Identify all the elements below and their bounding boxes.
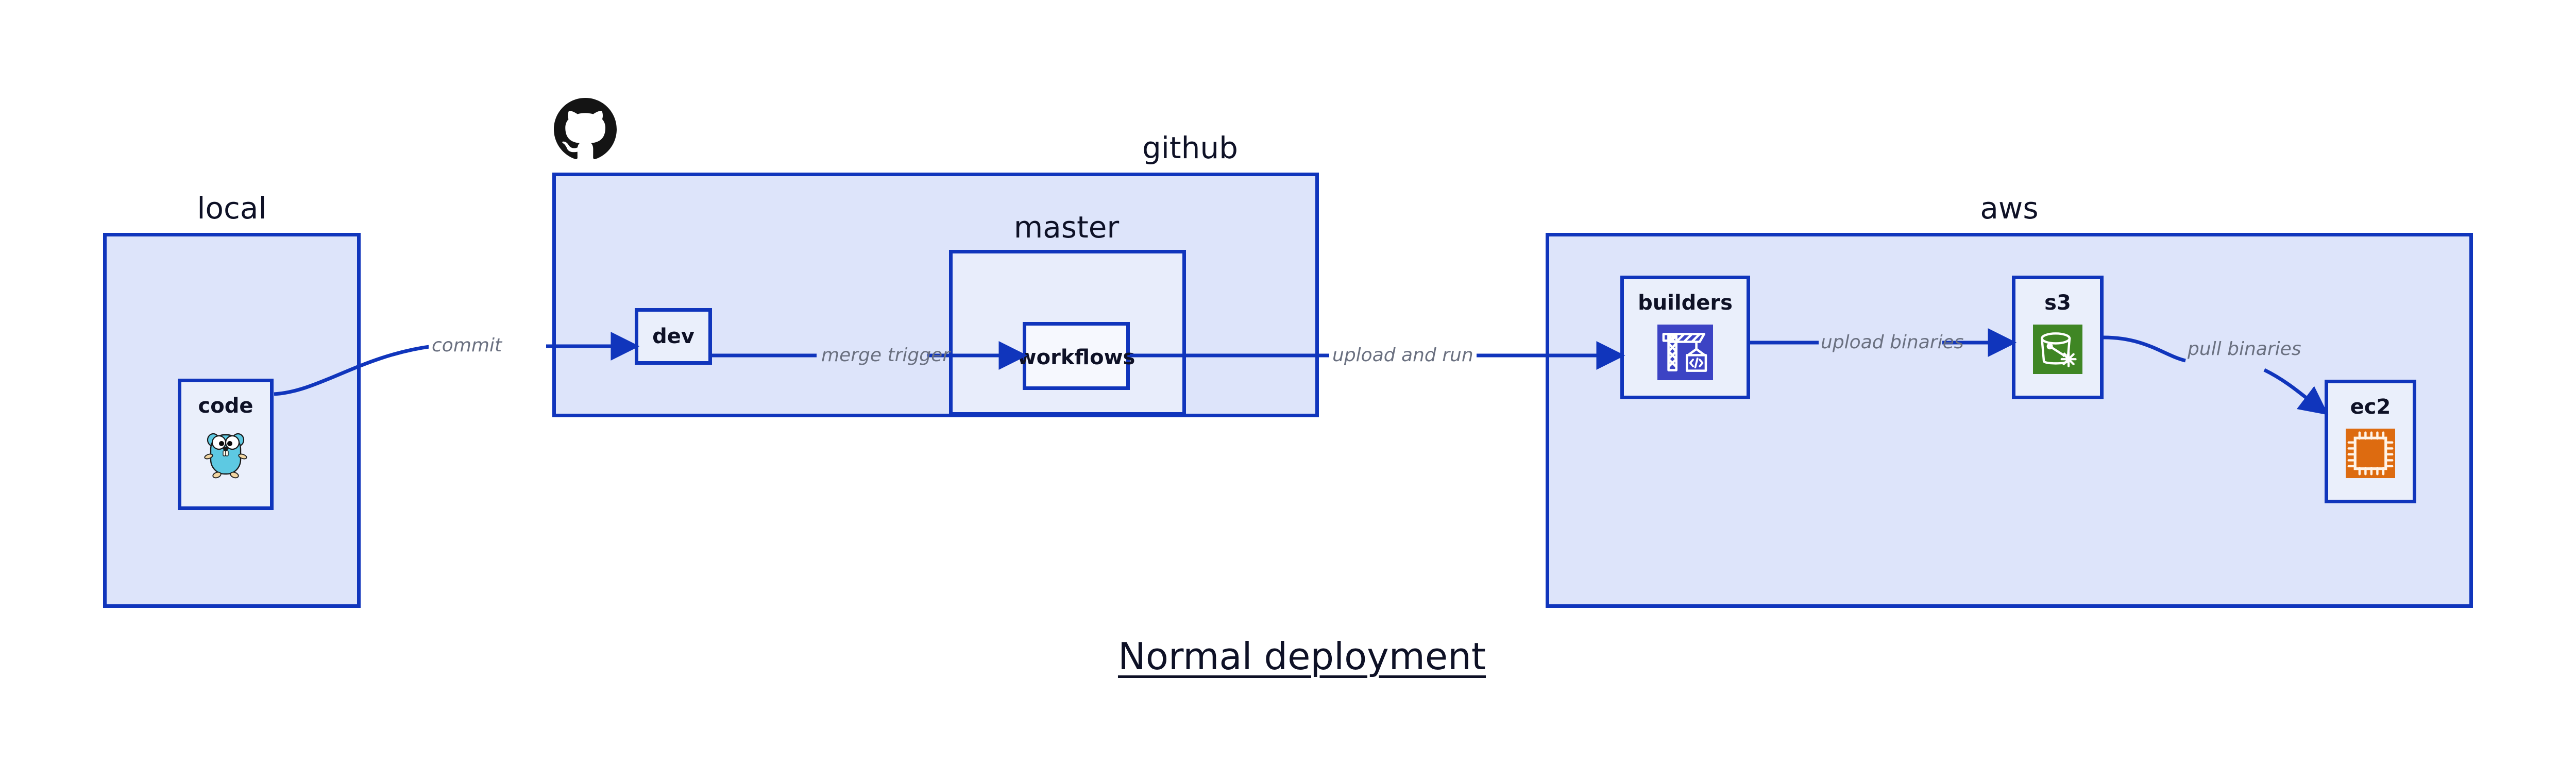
node-s3[interactable]: s3: [2012, 276, 2104, 399]
node-dev[interactable]: dev: [635, 308, 712, 365]
aws-s3-bucket-icon: [2033, 325, 2082, 376]
edge-label-pull-binaries: pull binaries: [2188, 338, 2301, 360]
edge-label-commit: commit: [429, 336, 505, 355]
zone-label-aws: aws: [1980, 191, 2039, 226]
zone-label-master: master: [1013, 210, 1120, 245]
edge-label-merge-trigger: merge trigger: [821, 345, 951, 366]
zone-label-github: github: [1142, 130, 1238, 165]
page-title: Normal deployment: [1117, 635, 1486, 678]
node-label-workflows: workflows: [1017, 346, 1136, 369]
node-workflows[interactable]: workflows: [1018, 322, 1135, 390]
aws-ec2-chip-icon: [2346, 429, 2395, 480]
node-label-dev: dev: [652, 325, 694, 348]
aws-codebuild-icon: [1657, 325, 1713, 382]
zone-label-local: local: [197, 191, 267, 226]
node-ec2[interactable]: ec2: [2325, 380, 2416, 503]
node-label-ec2: ec2: [2350, 395, 2391, 419]
node-label-s3: s3: [2044, 291, 2071, 315]
github-octocat-logo: [554, 98, 617, 163]
edge-label-upload-and-run: upload and run: [1329, 346, 1477, 365]
node-builders[interactable]: builders: [1620, 276, 1750, 399]
node-label-builders: builders: [1638, 291, 1733, 315]
edge-label-upload-binaries: upload binaries: [1821, 332, 1964, 353]
node-code[interactable]: code: [178, 379, 274, 510]
node-label-code: code: [198, 394, 253, 418]
go-gopher-icon: [202, 428, 249, 483]
zone-github: [552, 173, 1319, 417]
